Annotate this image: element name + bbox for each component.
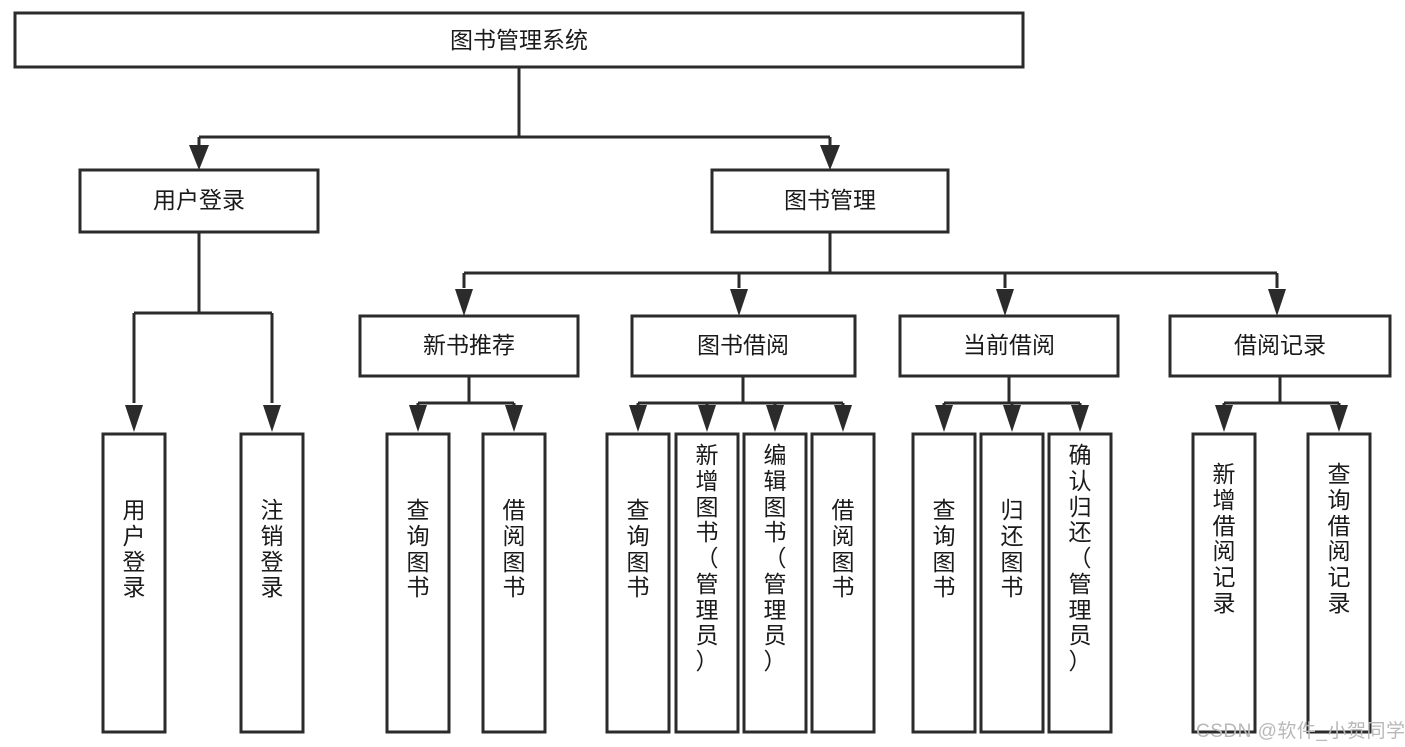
arrowhead-leaf-confirm-return bbox=[1071, 405, 1089, 432]
arrowhead-leaf-return-books bbox=[1003, 405, 1021, 432]
node-box-book-borrow[interactable] bbox=[630, 314, 857, 378]
node-box-leaf-user-login[interactable] bbox=[101, 432, 167, 734]
arrowhead-borrow-record bbox=[1268, 289, 1286, 316]
node-label-current-borrow: 当前借阅 bbox=[963, 332, 1055, 358]
node-label-book-borrow: 图书借阅 bbox=[697, 332, 789, 358]
arrowhead-book-borrow bbox=[730, 289, 748, 316]
node-box-root[interactable] bbox=[13, 11, 1025, 69]
node-box-book-management[interactable] bbox=[710, 168, 950, 234]
arrowhead-leaf-query-books-1 bbox=[409, 405, 427, 432]
watermark-csdn: CSDN @软件_小贺同学 bbox=[1196, 721, 1405, 742]
node-label-root: 图书管理系统 bbox=[450, 27, 588, 53]
arrowhead-leaf-borrow-books-1 bbox=[505, 405, 523, 432]
node-box-leaf-edit-book[interactable] bbox=[742, 432, 808, 734]
node-box-borrow-record[interactable] bbox=[1168, 314, 1392, 378]
node-box-leaf-query-books-3[interactable] bbox=[911, 432, 977, 734]
node-box-leaf-query-record[interactable] bbox=[1306, 432, 1372, 734]
arrowhead-leaf-borrow-books-2 bbox=[834, 405, 852, 432]
arrowhead-leaf-logout bbox=[263, 405, 281, 432]
arrowhead-leaf-add-record bbox=[1215, 405, 1233, 432]
node-box-leaf-borrow-books-2[interactable] bbox=[810, 432, 876, 734]
node-box-current-borrow[interactable] bbox=[898, 314, 1120, 378]
arrowhead-book-management bbox=[820, 145, 840, 170]
node-box-leaf-add-record[interactable] bbox=[1191, 432, 1257, 734]
node-box-new-book-recommend[interactable] bbox=[358, 314, 580, 378]
node-label-borrow-record: 借阅记录 bbox=[1234, 332, 1326, 358]
node-box-leaf-add-book[interactable] bbox=[674, 432, 740, 734]
node-label-new-book-recommend: 新书推荐 bbox=[423, 332, 515, 358]
node-box-leaf-confirm-return[interactable] bbox=[1047, 432, 1113, 734]
arrowhead-leaf-edit-book bbox=[766, 405, 784, 432]
arrowhead-leaf-query-books-2 bbox=[629, 405, 647, 432]
node-box-leaf-query-books-2[interactable] bbox=[605, 432, 671, 734]
arrowhead-user-login bbox=[189, 145, 209, 170]
node-label-book-management: 图书管理 bbox=[784, 187, 876, 213]
arrowhead-current-borrow bbox=[996, 289, 1014, 316]
node-box-leaf-return-books[interactable] bbox=[979, 432, 1045, 734]
node-box-leaf-borrow-books-1[interactable] bbox=[481, 432, 547, 734]
node-label-user-login: 用户登录 bbox=[153, 187, 245, 213]
arrowhead-leaf-query-record bbox=[1330, 405, 1348, 432]
node-box-user-login[interactable] bbox=[78, 168, 320, 234]
arrowhead-leaf-user-login bbox=[125, 405, 143, 432]
nodes-layer: 图书管理系统 用户登录 图书管理 新书推荐 图书借阅 当前借阅 借阅记录 bbox=[13, 11, 1392, 734]
connectors-layer bbox=[125, 67, 1348, 432]
node-box-leaf-query-books-1[interactable] bbox=[385, 432, 451, 734]
node-box-leaf-logout[interactable] bbox=[239, 432, 305, 734]
arrowhead-leaf-add-book bbox=[698, 405, 716, 432]
arrowhead-leaf-query-books-3 bbox=[935, 405, 953, 432]
arrowhead-new-book-recommend bbox=[455, 289, 473, 316]
